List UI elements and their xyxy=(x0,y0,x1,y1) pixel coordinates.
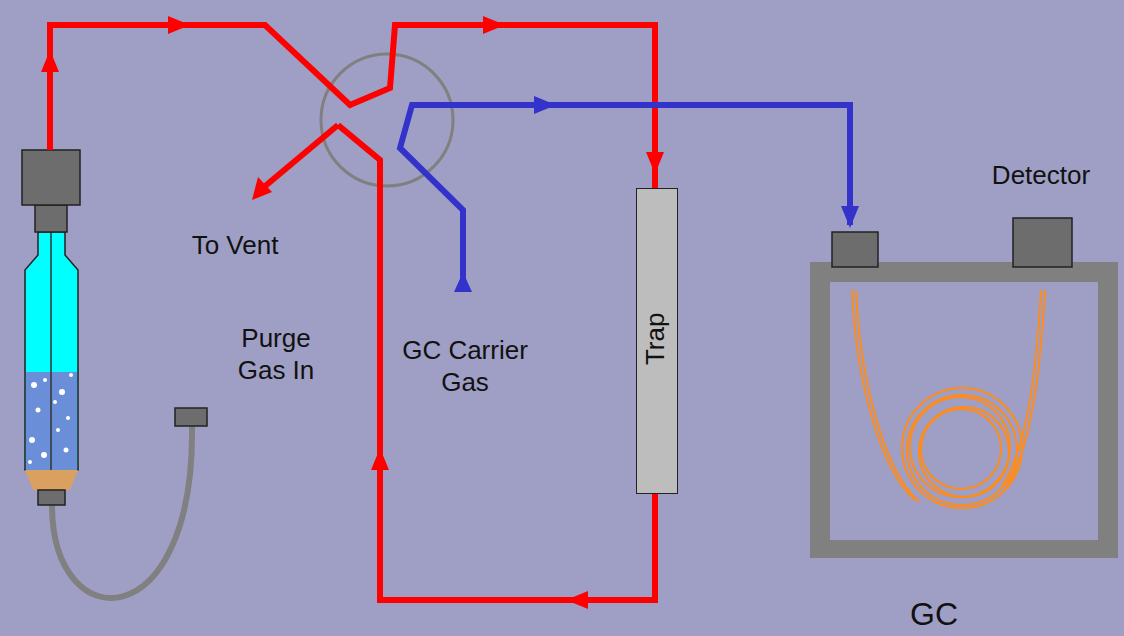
vent-label: To Vent xyxy=(160,230,310,262)
gc-column xyxy=(852,290,1045,508)
vessel-cap xyxy=(22,150,80,205)
carrier-gas-label: GC Carrier Gas xyxy=(390,335,540,398)
injector xyxy=(832,232,878,267)
detector: Detector xyxy=(960,160,1118,267)
trap-column: Trap xyxy=(636,188,678,494)
purge-gas-label: Purge Gas In xyxy=(220,323,332,386)
vessel-cap xyxy=(35,205,67,232)
purge-gas-line xyxy=(50,25,655,600)
gc-label: GC xyxy=(910,595,958,634)
gc-oven xyxy=(810,262,1118,558)
purge-inlet xyxy=(175,408,207,426)
trap-label: Trap xyxy=(641,313,673,366)
vessel-fitting xyxy=(38,490,65,505)
frit xyxy=(25,470,78,490)
gc-oven: GC xyxy=(810,262,1118,636)
detector-block xyxy=(1013,218,1072,267)
sparge-tube xyxy=(50,232,52,470)
detector-label: Detector xyxy=(992,160,1090,192)
carrier-gas-line xyxy=(400,105,850,285)
purge-vessel xyxy=(25,232,78,470)
six-port-valve xyxy=(321,54,453,186)
